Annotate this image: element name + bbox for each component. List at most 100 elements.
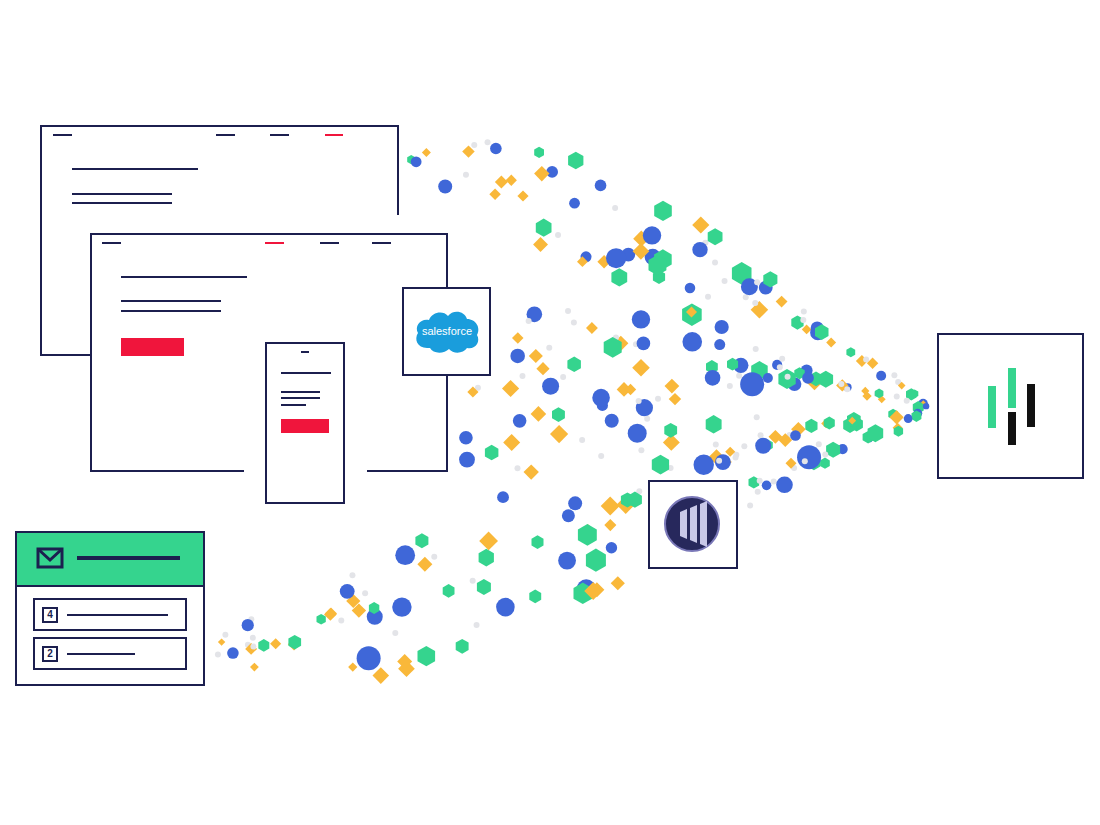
yellow-diamond (848, 417, 856, 425)
blue-dot (227, 647, 239, 659)
grey-dot (844, 386, 850, 392)
green-hexagon (552, 407, 565, 422)
blue-dot (790, 430, 801, 441)
green-hexagon (567, 356, 581, 372)
grey-dot (392, 630, 398, 636)
grey-dot (757, 478, 763, 484)
blue-dot (802, 372, 814, 384)
blue-dot (755, 438, 771, 454)
grey-dot (743, 294, 749, 300)
yellow-diamond (495, 176, 508, 189)
green-hexagon (706, 415, 722, 433)
grey-dot (755, 489, 761, 495)
yellow-diamond (898, 382, 906, 390)
grey-dot (863, 357, 869, 363)
grey-dot (349, 572, 355, 578)
green-hexagon (418, 646, 436, 666)
green-hexagon (443, 584, 455, 598)
green-hexagon (628, 492, 642, 508)
blue-dot (715, 454, 731, 470)
blue-dot (496, 598, 515, 617)
blue-dot (692, 242, 707, 257)
blue-dot (643, 226, 661, 244)
yellow-diamond (479, 532, 498, 551)
grey-dot (785, 374, 791, 380)
blue-dot (490, 143, 502, 155)
yellow-diamond (611, 576, 625, 590)
yellow-diamond (417, 557, 432, 572)
blue-dot (763, 373, 773, 383)
blue-dot (628, 424, 647, 443)
yellow-diamond (550, 425, 568, 443)
yellow-diamond (577, 256, 588, 267)
grey-dot (733, 454, 739, 460)
grey-dot (754, 414, 760, 420)
grey-dot (222, 632, 228, 638)
grey-dot (754, 279, 760, 285)
grey-dot (526, 318, 532, 324)
blue-dot (569, 198, 580, 209)
green-hexagon (727, 358, 738, 371)
blue-dot (876, 371, 886, 381)
yellow-diamond (529, 349, 543, 363)
blue-dot (242, 619, 254, 631)
grey-dot (904, 398, 910, 404)
grey-dot (777, 364, 783, 370)
green-hexagon (369, 602, 379, 614)
green-hexagon (477, 579, 491, 595)
grey-dot (644, 416, 650, 422)
blue-dot (546, 166, 558, 178)
green-hexagon (912, 412, 920, 421)
yellow-diamond (536, 362, 549, 375)
yellow-diamond (862, 391, 871, 400)
yellow-diamond (769, 430, 783, 444)
yellow-diamond (890, 410, 904, 424)
blue-dot (459, 431, 473, 445)
green-hexagon (654, 201, 672, 221)
blue-dot (632, 310, 650, 328)
blue-dot (542, 378, 559, 395)
destination-box (938, 334, 1083, 478)
email-panel (16, 532, 204, 685)
yellow-diamond (586, 322, 598, 334)
blue-dot (923, 403, 929, 409)
yellow-diamond (632, 359, 650, 377)
blue-dot (558, 552, 576, 570)
blue-dot (740, 372, 764, 396)
grey-dot (565, 308, 571, 314)
blue-dot (637, 337, 651, 351)
grey-dot (816, 441, 822, 447)
blue-dot (705, 370, 721, 386)
green-hexagon (568, 152, 583, 170)
grey-dot (838, 381, 844, 387)
green-hexagon (536, 219, 552, 237)
count-number: 4 (47, 610, 53, 620)
grey-dot (250, 635, 256, 641)
green-hexagon (778, 369, 795, 389)
yellow-diamond (462, 145, 475, 157)
green-hexagon (529, 590, 541, 604)
grey-dot (779, 356, 785, 362)
grey-dot (727, 383, 733, 389)
green-hexagon (875, 388, 884, 398)
green-hexagon (578, 524, 597, 546)
yellow-diamond (422, 148, 431, 157)
yellow-diamond (786, 458, 797, 469)
grey-dot (485, 139, 491, 145)
grey-dot (752, 300, 758, 306)
yellow-diamond (867, 357, 878, 369)
yellow-diamond (489, 189, 501, 201)
green-hexagon (652, 455, 669, 475)
grey-dot (771, 479, 777, 485)
grey-dot (705, 294, 711, 300)
green-hexagon (815, 324, 829, 340)
blue-dot (715, 320, 729, 334)
green-hexagon (820, 458, 830, 469)
grey-dot (474, 622, 480, 628)
yellow-diamond (218, 638, 225, 645)
yellow-diamond (397, 654, 412, 669)
green-hexagon (763, 271, 777, 287)
green-hexagon (664, 423, 677, 438)
yellow-diamond (245, 643, 257, 655)
blue-dot (605, 414, 619, 428)
